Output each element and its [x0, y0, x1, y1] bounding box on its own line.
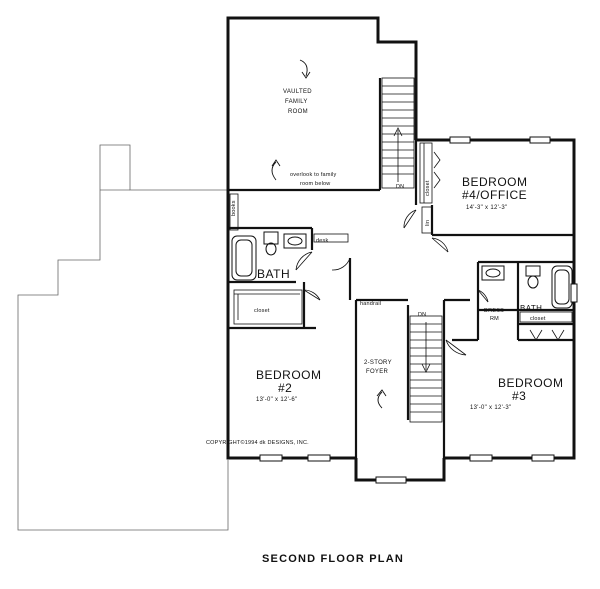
- bath-fixtures: [231, 231, 573, 309]
- interior-walls: [228, 78, 575, 458]
- bedroom4-line2: #4/OFFICE: [462, 188, 527, 202]
- dn-lower-label: DN: [418, 312, 426, 318]
- closet-shelves: [229, 142, 573, 325]
- bedroom3-line1: BEDROOM: [498, 376, 564, 390]
- bath-left-label: BATH: [257, 267, 290, 281]
- overlook-line2: room below: [300, 181, 330, 187]
- exterior-walls: [226, 16, 576, 482]
- windows: [259, 136, 578, 484]
- closet-b4-label: closet: [425, 180, 431, 196]
- upper-stair: [381, 77, 415, 189]
- closet-b3-label: closet: [530, 316, 546, 322]
- overlook-line1: overlook to family: [290, 172, 336, 178]
- door-swings: [295, 151, 565, 356]
- copyright-text: COPYRIGHT©1994 dk DESIGNS, INC.: [206, 439, 309, 446]
- closet-b2-label: closet: [254, 308, 270, 314]
- bedroom3-dims: 13'-0" x 12'-3": [470, 405, 511, 411]
- books-label: books: [231, 200, 237, 216]
- handrail-label: handrail: [360, 301, 381, 307]
- foyer-line2: FOYER: [366, 369, 389, 375]
- vaulted-line1: VAULTED: [283, 89, 312, 95]
- first-floor-outline: [17, 144, 229, 531]
- bedroom4-dims: 14'-3" x 12'-3": [466, 205, 507, 211]
- bedroom4-line1: BEDROOM: [462, 175, 528, 189]
- dn-upper-label: DN: [396, 184, 404, 190]
- bath-right-label: BATH: [520, 304, 542, 313]
- plan-title: SECOND FLOOR PLAN: [262, 553, 404, 565]
- vaulted-line3: ROOM: [288, 109, 308, 115]
- desk-label: desk: [316, 238, 328, 244]
- bedroom3-line2: #3: [512, 389, 526, 403]
- dress-rm-line2: RM: [490, 316, 499, 322]
- vaulted-arrows: [271, 59, 387, 409]
- lower-stair: [409, 315, 443, 423]
- dress-rm-line1: DRESS: [484, 308, 504, 314]
- lin-label: lin: [425, 220, 431, 226]
- bedroom2-line2: #2: [278, 381, 292, 395]
- bedroom2-line1: BEDROOM: [256, 368, 322, 382]
- vaulted-line2: FAMILY: [285, 99, 308, 105]
- foyer-line1: 2-STORY: [364, 360, 392, 366]
- bedroom2-dims: 13'-0" x 12'-6": [256, 397, 297, 403]
